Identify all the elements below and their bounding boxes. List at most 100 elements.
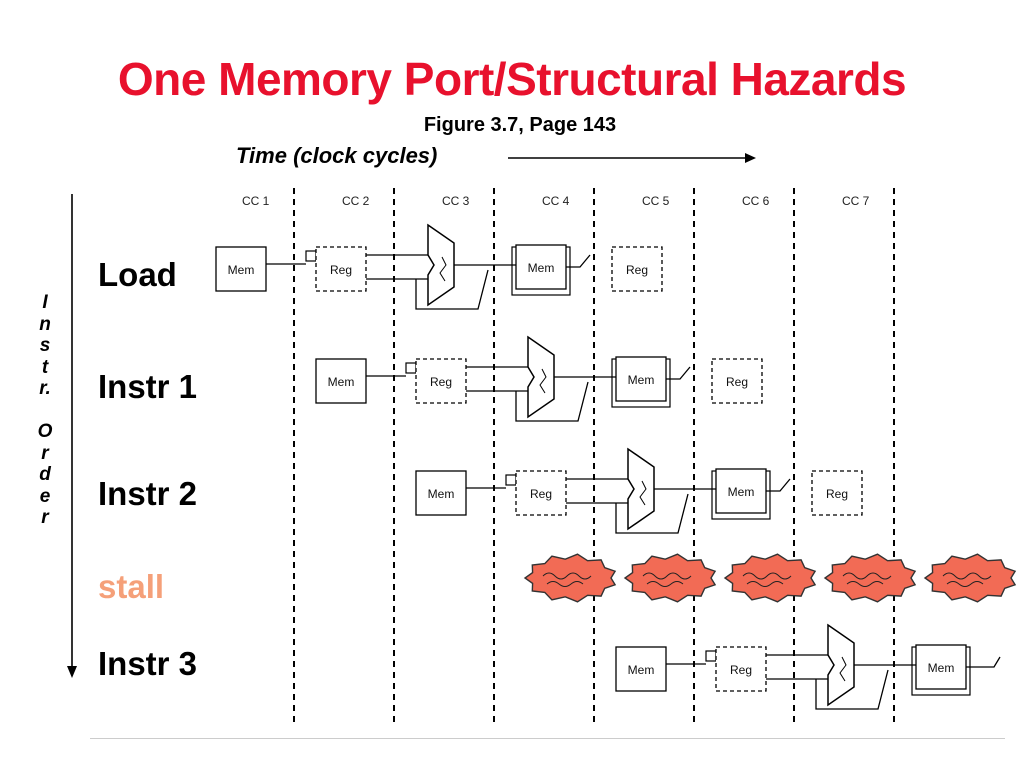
order-letter: n xyxy=(39,313,51,335)
register-read: Reg xyxy=(415,358,467,404)
register-read-label: Reg xyxy=(530,487,552,501)
instruction-memory-label: Mem xyxy=(228,263,255,277)
pipeline-instruction xyxy=(266,223,591,310)
cycle-header: CC 5 xyxy=(642,194,670,208)
data-memory-label: Mem xyxy=(928,661,955,675)
time-axis-label: Time (clock cycles) xyxy=(236,143,438,168)
data-memory-box xyxy=(615,356,667,402)
wire xyxy=(415,269,489,310)
bubble-texture xyxy=(642,572,692,580)
register-read: Reg xyxy=(315,246,367,292)
bubble-texture xyxy=(746,581,784,587)
register-read-label: Reg xyxy=(330,263,352,277)
cycle-header: CC 7 xyxy=(842,194,870,208)
cycle-header: CC 2 xyxy=(342,194,370,208)
row-label-instr-2: Instr 2 xyxy=(98,475,198,512)
bubble-cloud xyxy=(623,553,717,603)
alu-unit xyxy=(427,223,455,307)
order-letter: r xyxy=(41,442,49,464)
wire xyxy=(515,381,589,422)
register-read-box xyxy=(715,646,767,692)
alu-unit xyxy=(527,335,555,419)
register-write-box xyxy=(611,246,663,292)
register-read-box xyxy=(515,470,567,516)
register-write-box xyxy=(711,358,763,404)
stall-bubble xyxy=(723,553,817,603)
row-label-load: Load xyxy=(98,256,177,293)
wire xyxy=(766,478,791,492)
register-write-box xyxy=(811,470,863,516)
order-arrow-head xyxy=(67,666,77,678)
stall-bubble xyxy=(623,553,717,603)
register-read: Reg xyxy=(515,470,567,516)
stall-bubble xyxy=(523,553,617,603)
data-memory: Mem xyxy=(515,244,567,290)
bubble-texture xyxy=(742,572,792,580)
bubble-cloud xyxy=(523,553,617,603)
wire xyxy=(615,493,689,534)
wire xyxy=(815,669,889,710)
instruction-memory-box xyxy=(315,358,367,404)
data-memory-box xyxy=(715,468,767,514)
data-memory-label: Mem xyxy=(628,373,655,387)
bubble-texture xyxy=(546,581,584,587)
alu-symbol xyxy=(639,480,647,506)
wire xyxy=(666,366,691,380)
alu-symbol xyxy=(539,368,547,394)
instruction-memory-label: Mem xyxy=(328,375,355,389)
data-memory-box xyxy=(515,244,567,290)
data-memory-label: Mem xyxy=(528,261,555,275)
alu-unit xyxy=(627,447,655,531)
data-memory: Mem xyxy=(715,468,767,514)
data-memory: Mem xyxy=(915,644,967,690)
order-letter: r xyxy=(41,507,49,528)
register-write: Reg xyxy=(811,470,863,516)
bubble-cloud xyxy=(823,553,917,603)
row-label-stall: stall xyxy=(98,568,165,605)
register-read-label: Reg xyxy=(730,663,752,677)
register-read-box xyxy=(415,358,467,404)
wire xyxy=(966,656,1001,668)
instruction-memory: Mem xyxy=(415,470,467,516)
order-letter: s xyxy=(39,335,51,356)
cycle-header: CC 3 xyxy=(442,194,470,208)
bubble-texture xyxy=(846,581,884,587)
register-write-label: Reg xyxy=(726,375,748,389)
order-letter: r. xyxy=(39,378,51,399)
bubble-texture xyxy=(942,572,992,580)
pipeline-latch xyxy=(305,250,317,262)
pipeline-instruction xyxy=(666,623,1001,710)
data-memory-box xyxy=(915,644,967,690)
instruction-memory-box xyxy=(215,246,267,292)
stall-bubble xyxy=(823,553,917,603)
instruction-memory-label: Mem xyxy=(628,663,655,677)
instruction-memory: Mem xyxy=(315,358,367,404)
instruction-memory-box xyxy=(415,470,467,516)
order-letter: d xyxy=(39,464,51,485)
figure-reference: Figure 3.7, Page 143 xyxy=(423,114,617,136)
time-arrow-head xyxy=(745,153,756,163)
bubble-cloud xyxy=(923,553,1017,603)
stall-bubble xyxy=(923,553,1017,603)
cycle-header: CC 4 xyxy=(542,194,570,208)
instruction-memory-box xyxy=(615,646,667,692)
alu-symbol xyxy=(839,656,847,682)
order-letter: t xyxy=(41,356,49,378)
register-read-box xyxy=(315,246,367,292)
bubble-texture xyxy=(646,581,684,587)
register-write-label: Reg xyxy=(826,487,848,501)
pipeline-latch xyxy=(405,362,417,374)
register-write: Reg xyxy=(711,358,763,404)
cycle-header: CC 1 xyxy=(242,194,270,208)
row-label-instr-1: Instr 1 xyxy=(98,368,198,405)
alu-symbol xyxy=(439,256,447,282)
data-memory: Mem xyxy=(615,356,667,402)
register-read-label: Reg xyxy=(430,375,452,389)
register-read: Reg xyxy=(715,646,767,692)
bottom-divider xyxy=(90,738,1005,739)
order-letter: e xyxy=(39,485,51,507)
pipeline-latch xyxy=(505,474,517,486)
bubble-texture xyxy=(946,581,984,587)
bubble-texture xyxy=(542,572,592,580)
register-write-label: Reg xyxy=(626,263,648,277)
